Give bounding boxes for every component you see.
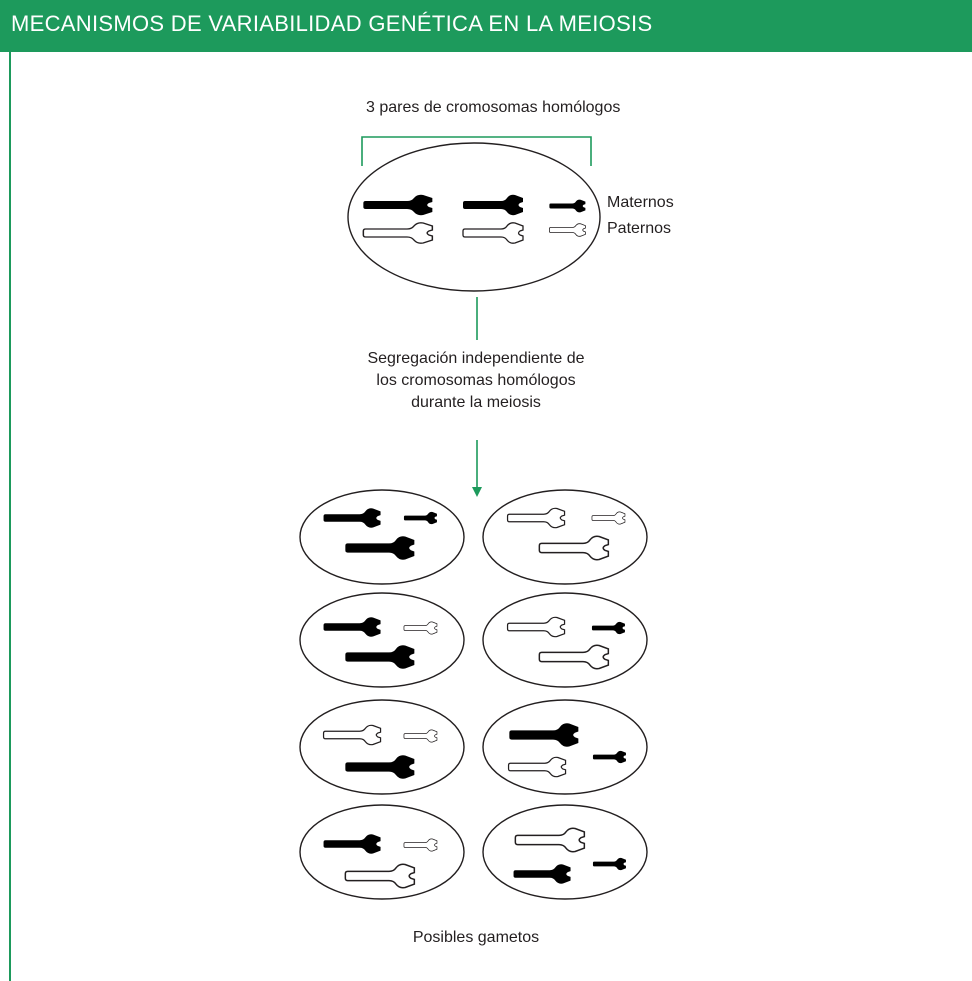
- legend-maternal-label: Maternos: [607, 194, 674, 211]
- gamete-cell-4: [482, 592, 648, 688]
- pairs-bracket: [361, 136, 592, 166]
- process-line-1: Segregación independiente de: [367, 350, 585, 367]
- pairs-label: 3 pares de cromosomas homólogos: [366, 99, 621, 116]
- process-description: Segregación independiente de los cromoso…: [326, 348, 626, 414]
- page-title: MECANISMOS DE VARIABILIDAD GENÉTICA EN L…: [11, 11, 653, 36]
- gamete-cell-1: [299, 489, 465, 585]
- gamete-cell-2: [482, 489, 648, 585]
- process-line-3: durante la meiosis: [411, 394, 541, 411]
- left-border-rule: [9, 52, 11, 981]
- process-line-2: los cromosomas homólogos: [376, 372, 576, 389]
- gametes-label: Posibles gametos: [412, 929, 540, 946]
- gamete-cell-6: [482, 699, 648, 795]
- legend-paternal-label: Paternos: [607, 220, 672, 237]
- gamete-cell-5: [299, 699, 465, 795]
- gamete-cell-3: [299, 592, 465, 688]
- gamete-cell-7: [299, 804, 465, 900]
- segregation-arrow-head: [472, 487, 482, 497]
- gamete-cell-8: [482, 804, 648, 900]
- parent-cell: [347, 142, 601, 292]
- header-bar: MECANISMOS DE VARIABILIDAD GENÉTICA EN L…: [0, 0, 972, 52]
